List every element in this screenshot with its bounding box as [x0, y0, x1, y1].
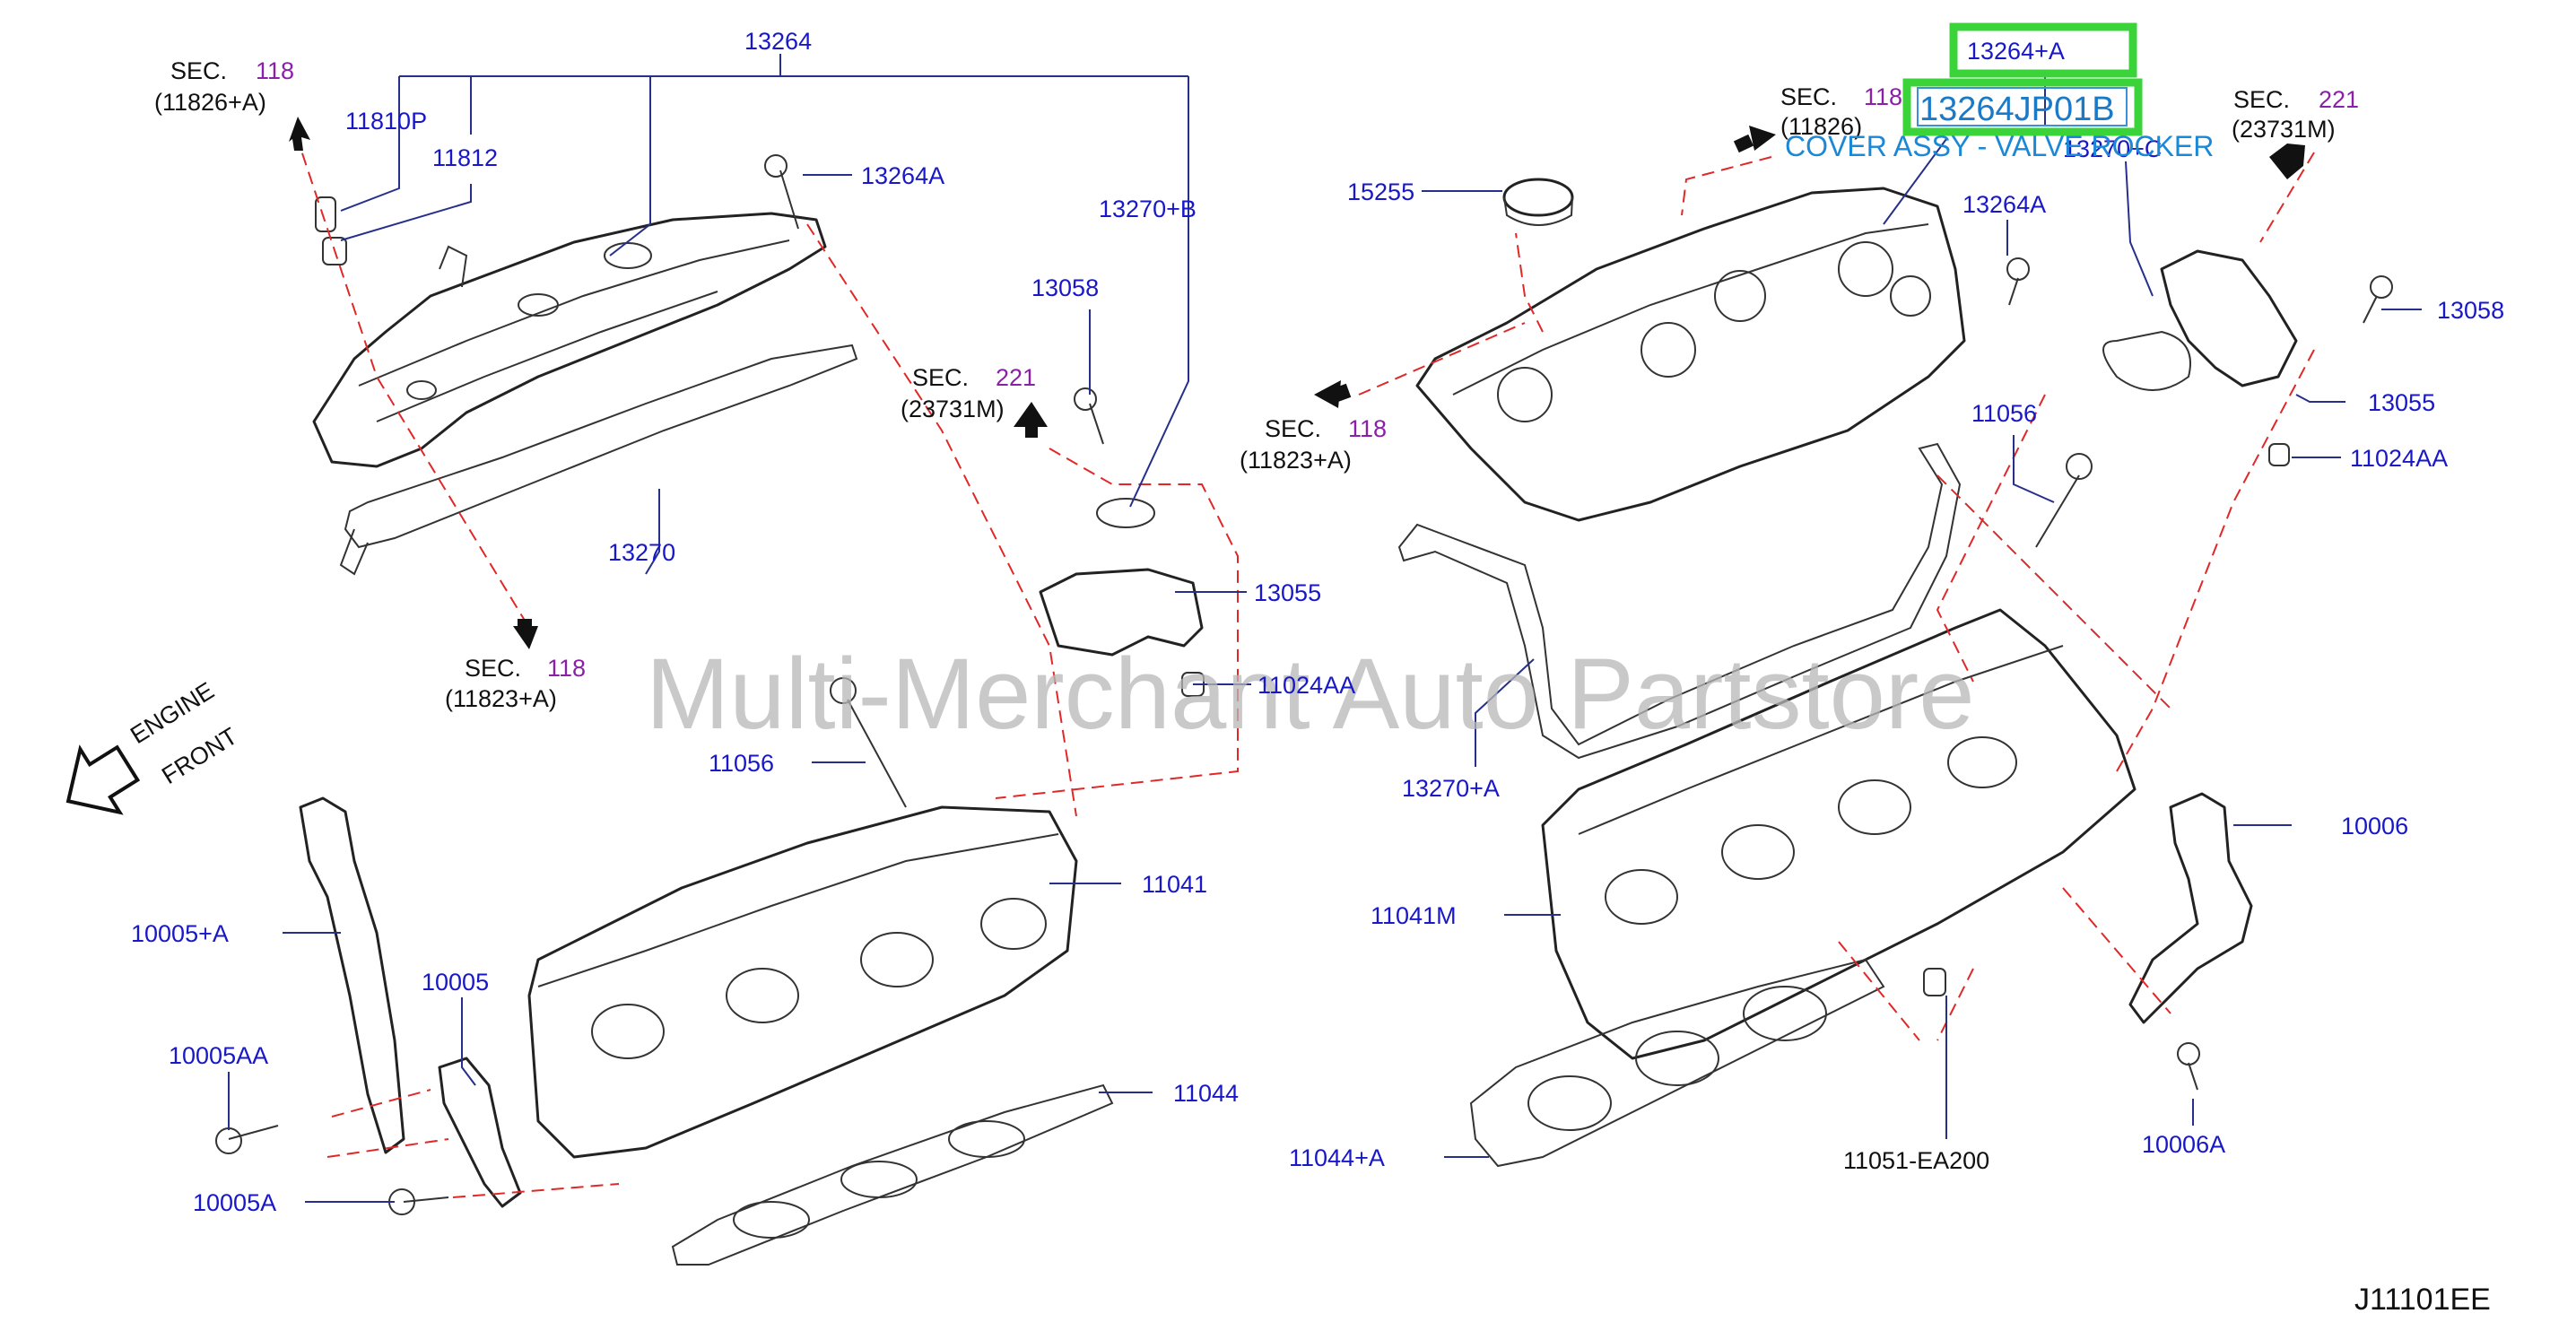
part-label-11044A[interactable]: 11044+A [1289, 1144, 1385, 1171]
part-label-13058-left[interactable]: 13058 [1031, 274, 1099, 301]
right-bank-drawings [1397, 178, 2393, 1168]
part-label-10006A[interactable]: 10006A [2142, 1131, 2225, 1158]
diagram-code: J11101EE [2354, 1283, 2491, 1317]
sec-221-2-word: SEC. [2233, 86, 2290, 113]
part-label-13264A-left[interactable]: 13264A [861, 162, 944, 189]
sec-118-2-ref: (11823+A) [445, 685, 557, 712]
sec-118-3-num: 118 [1348, 415, 1387, 442]
highlight-part-ref[interactable]: 13264+A [1967, 38, 2065, 65]
part-label-11056-right[interactable]: 11056 [1971, 400, 2037, 427]
engine-front-indicator: ENGINE FRONT [65, 677, 242, 815]
highlighted-callout: 13264+A 13264JP01B 13270+C COVER ASSY - … [1785, 22, 2214, 162]
sec-118-1-word: SEC. [170, 57, 227, 84]
part-label-13055-right[interactable]: 13055 [2368, 389, 2435, 416]
sec-labels: SEC. 118 (11826+A) SEC. 118 (11823+A) SE… [154, 57, 2359, 712]
part-label-13270A[interactable]: 13270+A [1402, 775, 1500, 802]
part-label-11051-EA200[interactable]: 11051-EA200 [1843, 1147, 1989, 1174]
left-bracket-10005A-drawing [299, 796, 405, 1154]
part-label-11041M[interactable]: 11041M [1371, 902, 1457, 929]
sec-arrow-up-right1 [1749, 126, 1776, 151]
right-rocker-cover-drawing [1415, 187, 1966, 522]
watermark-text: Multi-Merchant Auto Partstore [646, 638, 1974, 750]
part-label-10005AA[interactable]: 10005AA [169, 1042, 268, 1069]
highlight-box-number [1902, 78, 2143, 136]
part-label-13270B[interactable]: 13270+B [1099, 196, 1197, 222]
part-label-10005A-plus[interactable]: 10005+A [131, 920, 229, 947]
left-cylinder-head-drawing [527, 805, 1078, 1159]
sec-221-2-num: 221 [2319, 86, 2359, 113]
left-rocker-cover-drawing [312, 212, 827, 468]
part-label-10005A[interactable]: 10005A [193, 1189, 276, 1216]
part-labels-right: 15255 13264A 11056 13058 13055 11024AA 1… [1289, 178, 2504, 1174]
part-label-10006[interactable]: 10006 [2341, 813, 2408, 839]
sec-118-4-num: 118 [1864, 83, 1902, 110]
part-label-15255[interactable]: 15255 [1347, 178, 1414, 205]
left-head-gasket-drawing [671, 1083, 1114, 1266]
part-label-11024AA-right[interactable]: 11024AA [2350, 445, 2448, 472]
sec-118-4-word: SEC. [1780, 83, 1837, 110]
right-bracket-10006-drawing [2128, 792, 2253, 1024]
part-label-11812[interactable]: 11812 [432, 144, 498, 171]
sec-arrow-left-mid [1314, 380, 1341, 408]
part-label-13058-right[interactable]: 13058 [2437, 297, 2504, 324]
part-label-11810P[interactable]: 11810P [345, 108, 427, 135]
part-label-13055-left[interactable]: 13055 [1254, 579, 1321, 606]
highlight-number-inner [1917, 87, 2128, 126]
sec-118-2-num: 118 [547, 655, 586, 682]
engine-front-line2: FRONT [157, 722, 242, 789]
sec-221-1-word: SEC. [912, 364, 969, 391]
part-label-11056-left[interactable]: 11056 [709, 750, 774, 777]
part-label-11044[interactable]: 11044 [1173, 1080, 1239, 1107]
highlight-part-number[interactable]: 13264JP01B [1919, 91, 2115, 128]
right-head-gasket-drawing [1469, 958, 1885, 1168]
part-label-11024AA-left[interactable]: 11024AA [1258, 672, 1355, 699]
part-label-13264A-right[interactable]: 13264A [1962, 191, 2046, 218]
leader-lines [228, 54, 2422, 1203]
highlight-box-ref [1949, 22, 2137, 78]
sec-221-1-ref: (23731M) [901, 396, 1005, 422]
part-label-13264[interactable]: 13264 [744, 28, 812, 55]
sec-118-4-ref: (11826) [1780, 113, 1862, 140]
sec-118-1-ref: (11826+A) [154, 89, 266, 116]
highlight-description: COVER ASSY - VALVE ROCKER [1785, 130, 2214, 162]
alignment-lines [295, 134, 2315, 1198]
sec-118-1-num: 118 [256, 57, 294, 84]
sec-arrow-down-left [513, 626, 538, 649]
part-label-10005[interactable]: 10005 [422, 969, 489, 996]
sec-221-1-num: 221 [996, 364, 1036, 391]
sec-118-3-word: SEC. [1265, 415, 1321, 442]
left-bracket-10005-drawing [438, 1057, 522, 1208]
right-cylinder-head-drawing [1541, 608, 2137, 1060]
engine-front-arrow [65, 744, 141, 815]
part-label-11041[interactable]: 11041 [1142, 871, 1207, 898]
left-bank-drawings [215, 154, 1205, 1266]
oil-cap-drawing [1502, 178, 1574, 217]
sec-arrows [289, 117, 2305, 649]
part-labels-left: 13264 11810P 11812 13264A 13270+B 13058 … [131, 28, 1355, 1216]
left-rocker-gasket-drawing [344, 344, 858, 549]
right-rocker-gasket-drawing [1397, 442, 1962, 760]
part-label-13270[interactable]: 13270 [608, 539, 675, 566]
sec-arrow-up-mid [1014, 402, 1048, 427]
sec-arrow-up-left [289, 117, 310, 151]
sec-118-3-ref: (11823+A) [1240, 447, 1352, 474]
sec-118-2-word: SEC. [465, 655, 521, 682]
highlight-overlapped-ref: 13270+C [2063, 135, 2162, 162]
sec-221-2-ref: (23731M) [2232, 116, 2336, 143]
